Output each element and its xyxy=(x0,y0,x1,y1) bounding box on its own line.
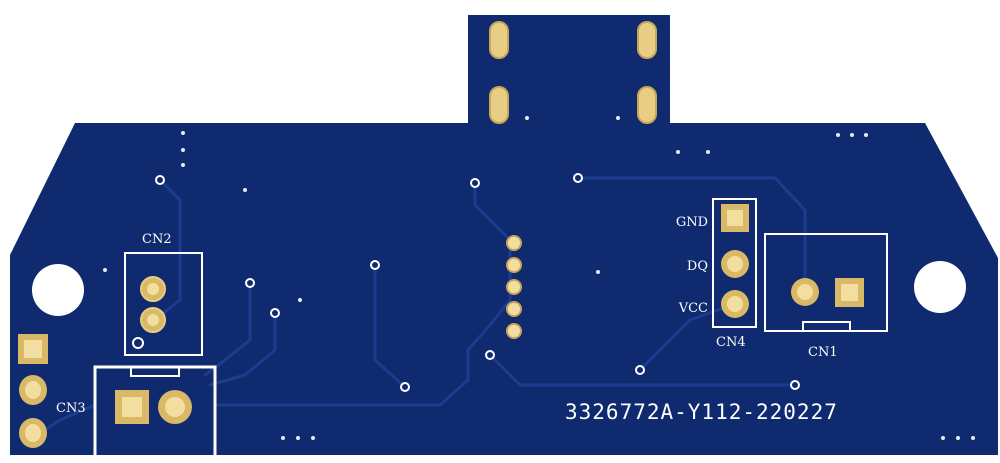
cn1-label: CN1 xyxy=(808,345,838,360)
cn4-pin-dq: DQ xyxy=(687,259,708,274)
mounting-hole-right xyxy=(914,261,966,313)
cn4-label: CN4 xyxy=(716,335,746,350)
cn2-label: CN2 xyxy=(142,232,172,247)
board-substrate xyxy=(10,118,998,455)
cn4-connector xyxy=(712,198,757,328)
mounting-hole-left xyxy=(32,264,84,316)
cn1-connector xyxy=(764,233,888,332)
bottom-connector xyxy=(93,365,217,455)
center-pad-column xyxy=(506,235,522,339)
cn3-label: CN3 xyxy=(56,401,86,416)
usb-shield-pads xyxy=(489,21,657,124)
part-number: 3326772A-Y112-220227 xyxy=(565,400,838,424)
cn4-pin-vcc: VCC xyxy=(678,301,708,316)
cn3-connector xyxy=(18,334,48,448)
cn4-pin-gnd: GND xyxy=(676,215,708,230)
trace-vias xyxy=(155,173,800,392)
copper-traces xyxy=(28,176,807,442)
cn2-connector xyxy=(124,252,203,356)
vias xyxy=(103,116,975,440)
